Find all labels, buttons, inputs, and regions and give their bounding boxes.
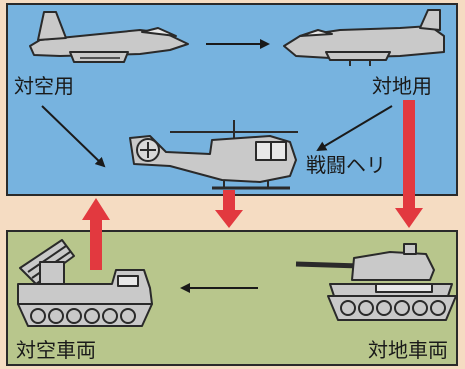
tank-icon [295,243,457,321]
attack-jet-icon [283,9,445,66]
anti-ground-vehicle-label: 対地車両 [368,338,448,362]
anti-ground-label: 対地用 [372,74,432,98]
anti-ground-to-ground-red-arrow [395,100,423,228]
anti-ground-to-helicopter-arrow [316,105,393,152]
attack-helicopter-label: 戦闘ヘリ [306,153,386,177]
helicopter-icon [129,120,298,190]
helicopter-to-ground-red-arrow [215,190,243,228]
fighter-jet-icon [29,11,189,63]
anti-air-vehicle-to-air-red-arrow [82,198,110,270]
anti-air-vehicle-icon [17,239,153,327]
anti-air-to-helicopter-arrow [41,105,106,168]
anti-air-vehicle-label: 対空車両 [16,338,96,362]
anti-air-label: 対空用 [14,74,74,98]
